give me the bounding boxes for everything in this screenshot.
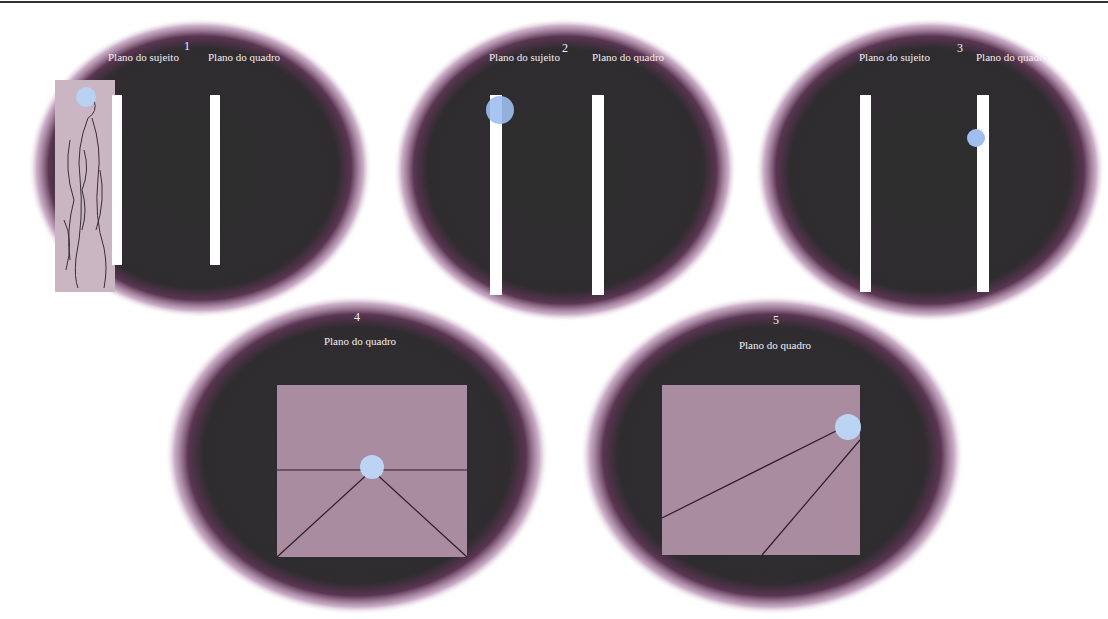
panel-blob: [755, 18, 1105, 322]
vanishing-dot: [835, 414, 861, 440]
figure-sketch: [55, 80, 115, 292]
panel-blob: [393, 18, 737, 322]
panel-blob: [580, 295, 964, 615]
picture-plane-bar: [977, 95, 989, 292]
picture-plane-bar: [592, 95, 604, 295]
plane-label: Plano do sujeito: [108, 52, 179, 63]
plane-label: Plano do quadro: [208, 52, 280, 63]
vanishing-dot: [360, 455, 384, 479]
eye-dot: [967, 129, 985, 147]
plane-label: Plano do sujeito: [489, 52, 560, 63]
panel-blob: [28, 18, 372, 318]
plane-label: Plano do quadro: [739, 340, 811, 351]
subject-plane-bar: [490, 95, 502, 295]
panel-number: 4: [354, 311, 360, 323]
eye-dot: [486, 96, 514, 124]
plane-label: Plano do sujeito: [859, 52, 930, 63]
subject-plane-bar: [860, 95, 871, 292]
picture-plane: [277, 385, 467, 557]
plane-label: Plano do quadro: [324, 336, 396, 347]
figure-strokes: [64, 95, 106, 288]
plane-label: Plano do quadro: [976, 52, 1048, 63]
eye-dot: [76, 87, 96, 107]
picture-plane: [662, 385, 860, 555]
perspective-line: [662, 424, 850, 518]
panel-number: 2: [562, 42, 568, 54]
top-rule: [0, 1, 1108, 3]
picture-plane-bar: [210, 95, 220, 265]
perspective-lines: [277, 470, 467, 557]
perspective-line: [762, 440, 860, 555]
plane-label: Plano do quadro: [592, 52, 664, 63]
panel-number: 3: [957, 42, 963, 54]
panel-number: 1: [184, 40, 190, 52]
subject-plane-bar: [112, 95, 122, 265]
panel-number: 5: [773, 314, 779, 326]
panel-blob: [165, 295, 549, 615]
